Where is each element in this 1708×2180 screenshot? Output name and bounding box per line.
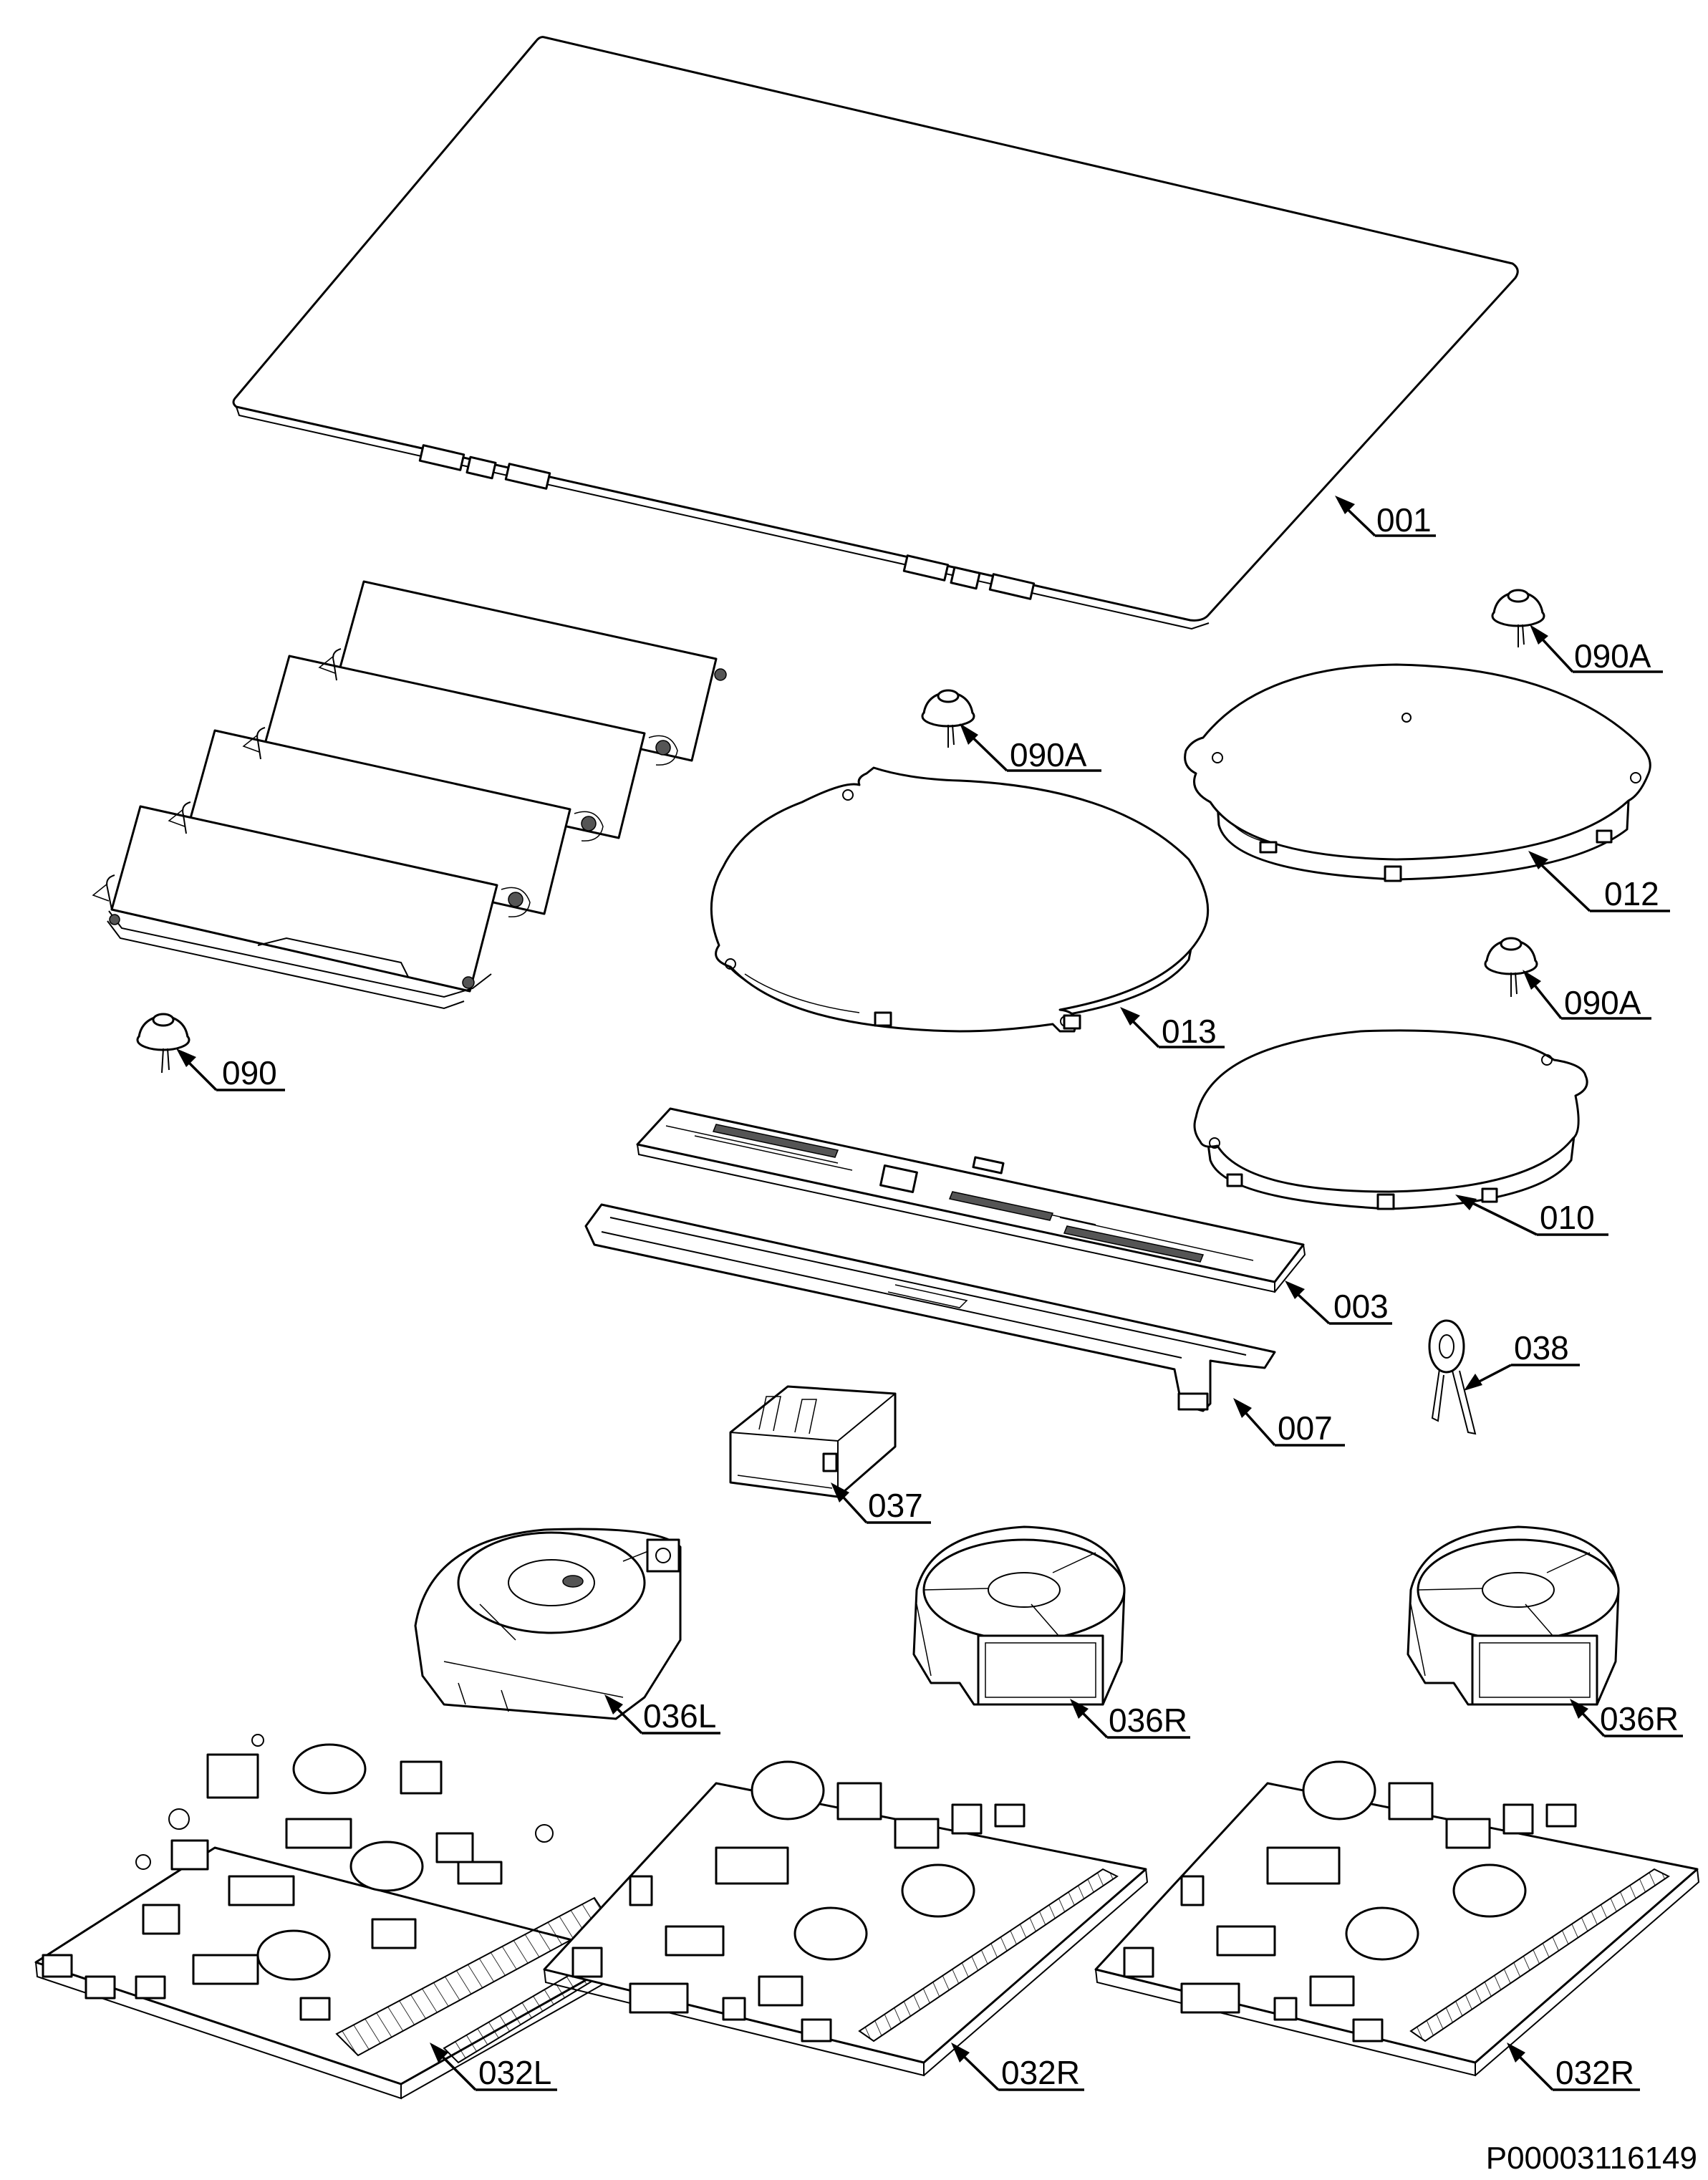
callout-010: 010 — [1455, 1195, 1608, 1236]
terminal-block-037 — [729, 1385, 897, 1498]
callouts: 001 090A 090A 012 090A — [176, 496, 1683, 2091]
induction-coil-012 — [1184, 663, 1651, 882]
callout-090: 090 — [176, 1048, 285, 1091]
callout-038: 038 — [1464, 1329, 1580, 1391]
callout-090A-top-label: 090A — [1574, 637, 1651, 675]
callout-090A-mid: 090A — [960, 723, 1101, 773]
callout-007-label: 007 — [1278, 1409, 1333, 1447]
flexi-zone-coil-assembly — [92, 580, 727, 1010]
callout-036R-mid-label: 036R — [1109, 1702, 1187, 1739]
callout-090A-top: 090A — [1530, 624, 1663, 675]
callout-036R-right-label: 036R — [1600, 1700, 1679, 1737]
cooling-fan-036R-right — [1407, 1525, 1620, 1706]
induction-coil-010 — [1193, 1029, 1588, 1210]
callout-090-label: 090 — [222, 1054, 277, 1091]
callout-001: 001 — [1335, 496, 1436, 539]
cooling-fan-036R-mid — [912, 1525, 1126, 1706]
callout-037-label: 037 — [868, 1487, 923, 1524]
callout-003-label: 003 — [1333, 1288, 1389, 1325]
callout-037: 037 — [831, 1482, 931, 1524]
callout-038-label: 038 — [1514, 1329, 1569, 1366]
callout-032L: 032L — [430, 2042, 557, 2091]
callout-036L: 036L — [604, 1694, 720, 1735]
callout-032R-mid-label: 032R — [1001, 2054, 1080, 2091]
sensor-090 — [136, 1013, 190, 1074]
callout-003: 003 — [1285, 1280, 1392, 1325]
callout-007: 007 — [1233, 1398, 1345, 1447]
sensor-090A-top — [1491, 589, 1545, 647]
control-board-003 — [636, 1107, 1306, 1293]
document-code: P00003116149 — [1486, 2141, 1697, 2176]
callout-032L-label: 032L — [478, 2054, 551, 2091]
board-frame-007 — [584, 1203, 1276, 1412]
sensor-090A-low — [1484, 937, 1538, 997]
power-board-032R-mid — [543, 1760, 1149, 2077]
callout-090A-low-label: 090A — [1564, 984, 1641, 1021]
callout-032R-mid: 032R — [951, 2042, 1084, 2091]
callout-036R-mid: 036R — [1070, 1699, 1190, 1739]
callout-012: 012 — [1528, 851, 1670, 912]
callout-036R-right: 036R — [1570, 1699, 1683, 1737]
callout-090A-low: 090A — [1523, 970, 1651, 1021]
ferrite-toroid-038 — [1428, 1319, 1477, 1435]
callout-090A-mid-label: 090A — [1010, 736, 1087, 773]
power-board-032L — [34, 1734, 633, 2100]
sensor-090A-mid — [921, 689, 975, 748]
glass-top-plate — [232, 36, 1519, 630]
callout-032R-right-label: 032R — [1555, 2054, 1634, 2091]
callout-012-label: 012 — [1604, 875, 1659, 912]
callout-036L-label: 036L — [643, 1697, 716, 1735]
callout-001-label: 001 — [1376, 501, 1432, 539]
callout-010-label: 010 — [1540, 1199, 1595, 1236]
callout-013-label: 013 — [1162, 1013, 1217, 1050]
cooling-fan-036L — [414, 1528, 682, 1720]
callout-032R-right: 032R — [1507, 2042, 1640, 2091]
power-board-032R-right — [1094, 1760, 1700, 2077]
callout-013: 013 — [1120, 1007, 1225, 1050]
induction-coil-013 — [710, 766, 1210, 1033]
